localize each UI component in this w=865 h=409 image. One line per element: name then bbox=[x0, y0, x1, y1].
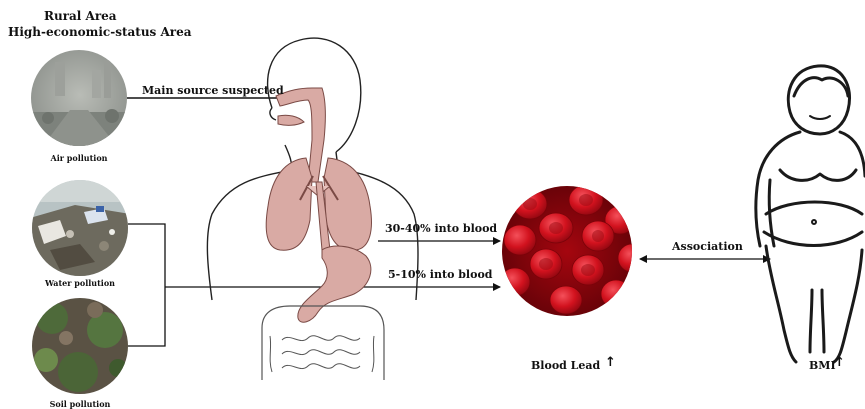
air-pollution-photo bbox=[30, 50, 130, 150]
caption-water-pollution: Water pollution bbox=[20, 278, 140, 288]
caption-air-pollution: Air pollution bbox=[19, 153, 139, 163]
blood-lead-increase-arrow: ↑ bbox=[605, 355, 616, 370]
obese-person-icon bbox=[756, 66, 865, 362]
water-soil-connector bbox=[128, 224, 500, 346]
label-association: Association bbox=[672, 240, 743, 253]
soil-pollution-photo bbox=[30, 298, 130, 398]
water-pollution-photo bbox=[30, 180, 130, 280]
red-blood-cells-photo bbox=[500, 184, 646, 318]
bmi-increase-arrow: ↑ bbox=[834, 355, 845, 370]
respiratory-tract-icon bbox=[266, 88, 371, 250]
label-blood-lead: Blood Lead bbox=[531, 359, 600, 372]
label-lung-into-blood: 30-40% into blood bbox=[385, 222, 497, 235]
label-gut-into-blood: 5-10% into blood bbox=[388, 268, 492, 281]
label-main-source: Main source suspected bbox=[142, 84, 284, 97]
label-bmi: BMI bbox=[809, 359, 836, 372]
